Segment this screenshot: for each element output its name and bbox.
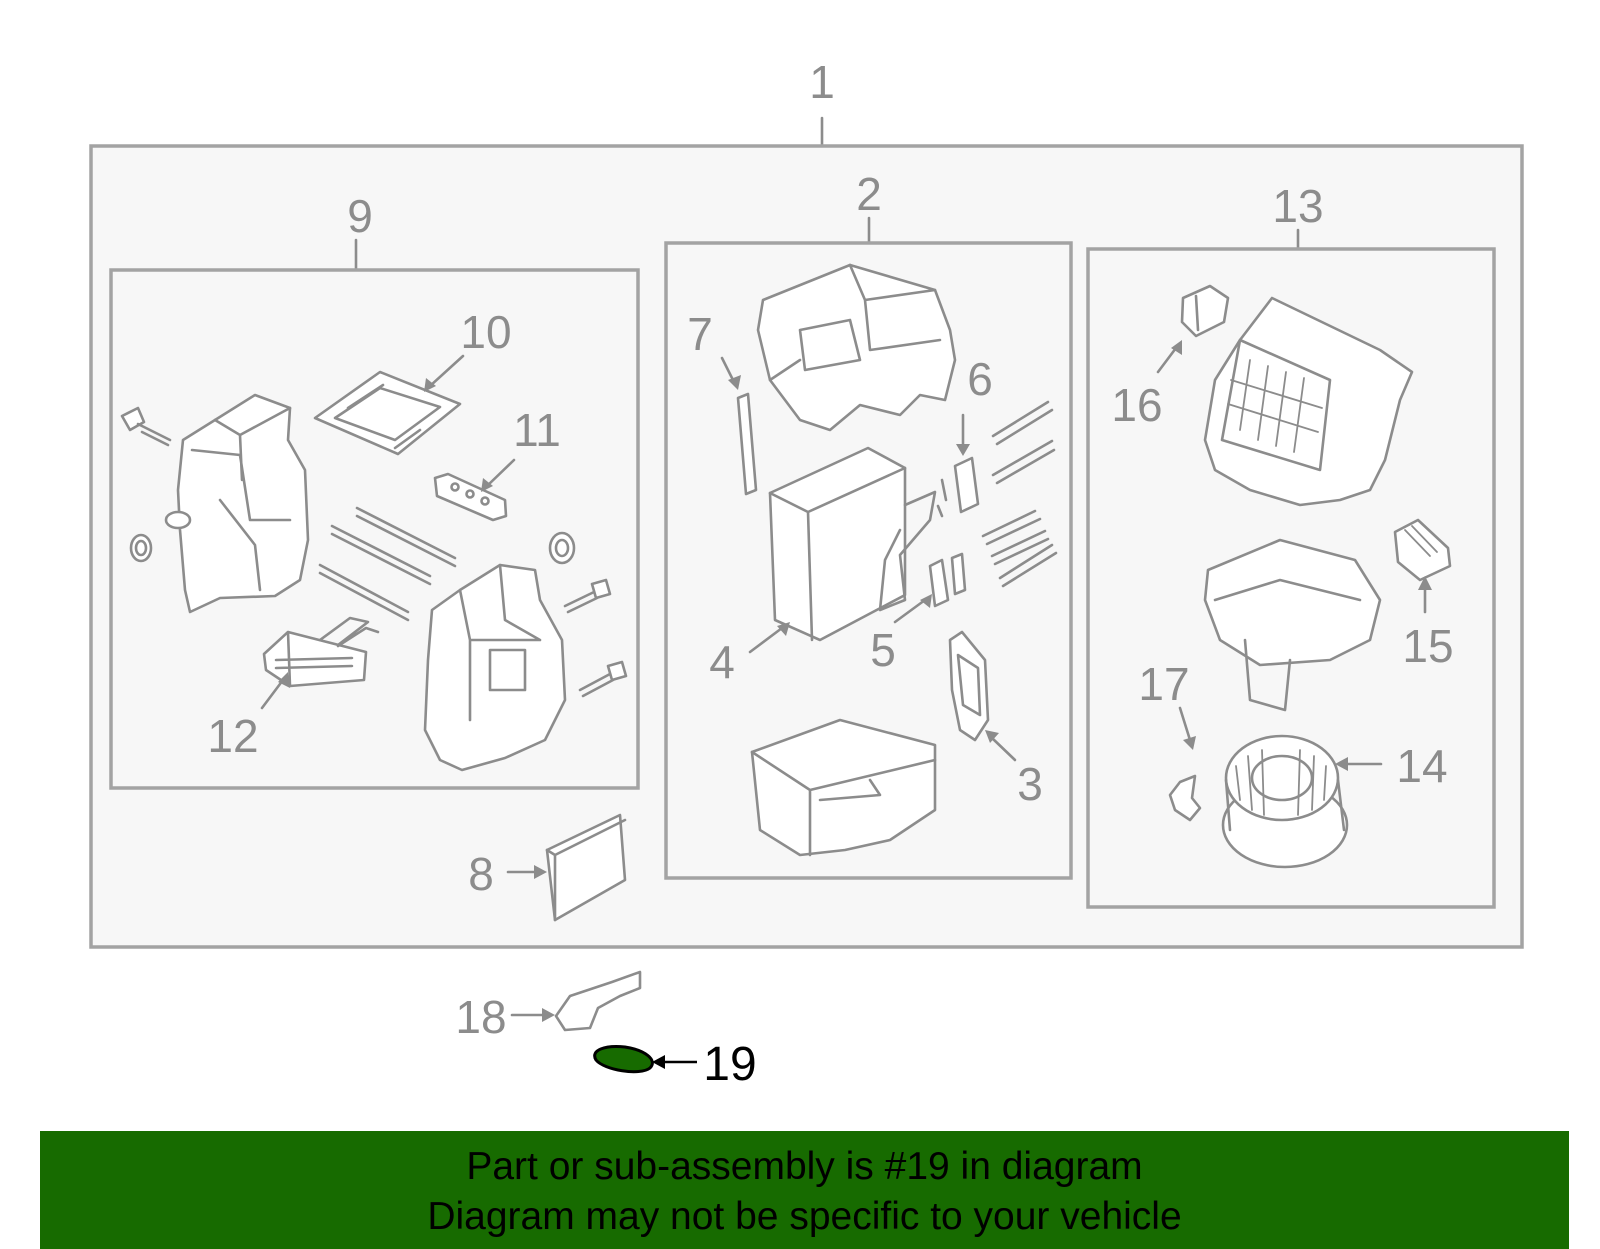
callout-19: 19 [703, 1038, 756, 1091]
banner-line-2: Diagram may not be specific to your vehi… [427, 1195, 1182, 1238]
leader-arrows [260, 340, 1432, 1069]
callout-18: 18 [455, 991, 506, 1043]
heater-core [262, 616, 380, 688]
info-banner: Part or sub-assembly is #19 in diagram D… [40, 1131, 1569, 1249]
callout-4: 4 [709, 636, 735, 688]
callout-5: 5 [870, 624, 896, 676]
lower-evaporator-case [750, 718, 937, 857]
callout-16: 16 [1111, 379, 1162, 431]
callout-1: 1 [809, 56, 835, 108]
parts-diagram: 1 2 3 4 5 6 7 8 9 10 11 12 13 14 15 16 1… [89, 56, 1524, 1091]
bolts-right [563, 578, 628, 698]
bolts-middle [981, 400, 1058, 588]
callout-2: 2 [856, 168, 882, 220]
callout-10: 10 [460, 306, 511, 358]
banner-line-1: Part or sub-assembly is #19 in diagram [466, 1145, 1143, 1188]
callout-8: 8 [468, 848, 494, 900]
actuator-16 [1180, 284, 1230, 338]
seal-strip-7 [736, 392, 758, 496]
callout-14: 14 [1396, 740, 1447, 792]
callout-3: 3 [1017, 758, 1043, 810]
resistor-15 [1393, 518, 1452, 582]
heater-case-right [423, 563, 567, 772]
screw-left [120, 406, 172, 447]
callout-15: 15 [1402, 620, 1453, 672]
heater-core-seal [313, 370, 462, 456]
upper-evaporator-case [756, 263, 957, 432]
part-19-highlighted [593, 1045, 654, 1074]
heater-case-half [164, 393, 310, 614]
hose-17 [1168, 774, 1202, 822]
o-ring-5 [928, 552, 967, 608]
callout-13: 13 [1272, 180, 1323, 232]
clips [318, 506, 457, 622]
evaporator-core [768, 446, 937, 642]
callout-12: 12 [207, 710, 258, 762]
callout-7: 7 [687, 308, 713, 360]
gasket-11 [433, 472, 508, 522]
gasket-3 [948, 630, 990, 742]
callout-11: 11 [513, 404, 561, 456]
callout-9: 9 [347, 190, 373, 242]
callout-17: 17 [1138, 658, 1189, 710]
callout-6: 6 [967, 353, 993, 405]
blower-motor [1221, 734, 1349, 869]
blower-case-lower [1203, 538, 1382, 712]
o-ring-right [548, 531, 576, 565]
duct-18 [554, 970, 642, 1032]
cabin-filter [545, 813, 627, 922]
expansion-valve [936, 456, 980, 518]
blower-case-upper [1203, 296, 1414, 507]
o-ring-left [129, 533, 153, 563]
